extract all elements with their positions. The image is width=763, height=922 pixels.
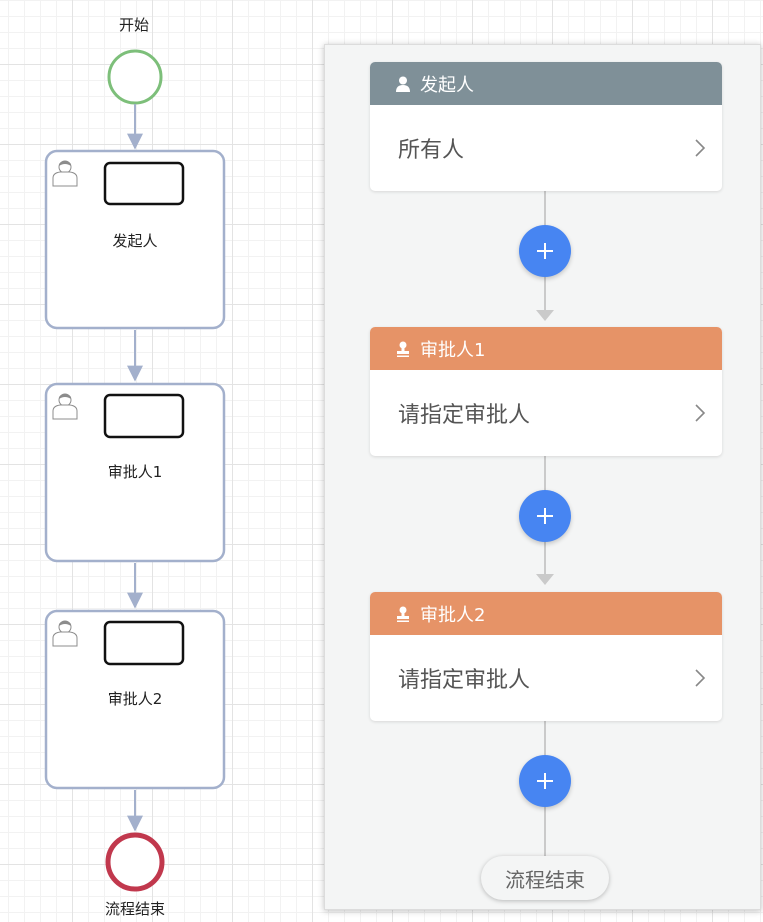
user-task-approver-2[interactable]: 审批人2 (44, 609, 226, 790)
connector-arrow (536, 574, 554, 585)
start-event-label: 开始 (119, 16, 149, 34)
chevron-right-icon (695, 139, 706, 157)
bpmn-diagram: 开始 发起人 审批人1 审批人2 流程结束 (44, 16, 226, 918)
node-header: 审批人2 (370, 592, 722, 635)
node-card-approver-1[interactable]: 审批人1 请指定审批人 (370, 327, 722, 456)
node-title: 审批人1 (420, 339, 486, 361)
node-content: 请指定审批人 (398, 668, 531, 693)
node-header: 审批人1 (370, 327, 722, 370)
stamp-icon (394, 605, 412, 623)
plus-icon (537, 773, 553, 789)
user-task-initiator[interactable]: 发起人 (44, 149, 226, 330)
task-label: 审批人2 (108, 690, 163, 708)
person-icon (394, 75, 412, 93)
node-title: 审批人2 (420, 604, 486, 626)
stamp-icon (394, 340, 412, 358)
task-name-box[interactable] (103, 620, 185, 666)
node-body[interactable]: 所有人 (370, 105, 722, 191)
node-title: 发起人 (420, 74, 474, 96)
node-header: 发起人 (370, 62, 722, 105)
flow-end-badge: 流程结束 (481, 856, 609, 900)
plus-icon (537, 243, 553, 259)
add-node-button[interactable] (519, 490, 571, 542)
task-name-box[interactable] (103, 393, 185, 439)
end-event[interactable] (105, 832, 165, 892)
plus-icon (537, 508, 553, 524)
node-body[interactable]: 请指定审批人 (370, 370, 722, 456)
approval-flow-panel: 发起人 所有人 审批人1 请指定审批人 审批人2 (324, 44, 761, 910)
task-label: 审批人1 (108, 463, 163, 481)
connector-arrow (536, 310, 554, 321)
node-content: 所有人 (398, 138, 465, 163)
node-card-initiator[interactable]: 发起人 所有人 (370, 62, 722, 191)
add-node-button[interactable] (519, 225, 571, 277)
chevron-right-icon (695, 669, 706, 687)
node-card-approver-2[interactable]: 审批人2 请指定审批人 (370, 592, 722, 721)
start-event[interactable] (107, 49, 163, 105)
node-body[interactable]: 请指定审批人 (370, 635, 722, 721)
task-label: 发起人 (112, 232, 157, 250)
node-content: 请指定审批人 (398, 403, 531, 428)
user-task-approver-1[interactable]: 审批人1 (44, 382, 226, 563)
end-event-label: 流程结束 (105, 900, 165, 918)
chevron-right-icon (695, 404, 706, 422)
add-node-button[interactable] (519, 755, 571, 807)
flow-end-label: 流程结束 (505, 867, 585, 892)
task-name-box[interactable] (103, 161, 185, 206)
